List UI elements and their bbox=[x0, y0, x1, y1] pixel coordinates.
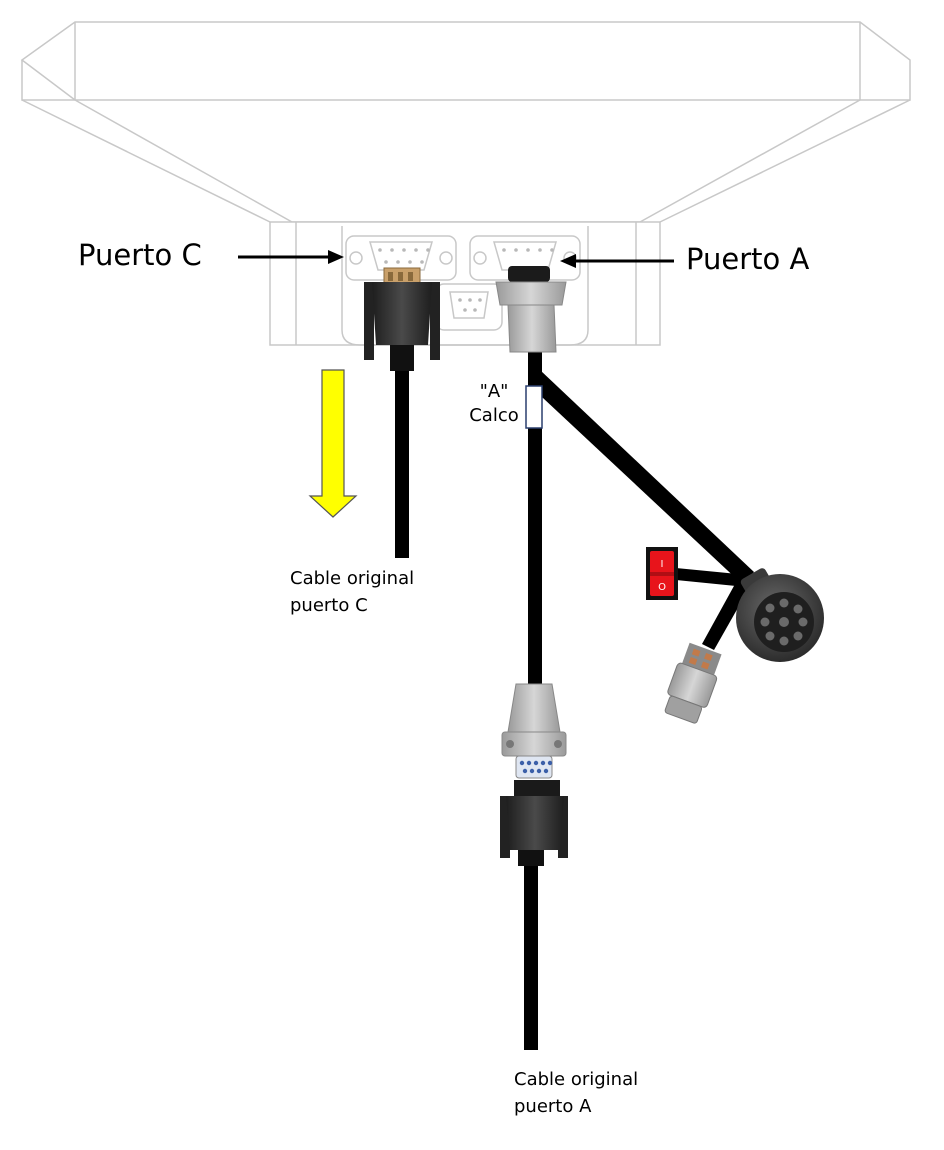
cable-adapter-main bbox=[528, 352, 542, 684]
cable-adapter-branch bbox=[528, 370, 754, 584]
cable-c-label: Cable original puerto C bbox=[290, 565, 414, 619]
pointer-arrow-port-a bbox=[560, 254, 674, 268]
power-switch: I O bbox=[646, 547, 678, 600]
port-a-label: Puerto A bbox=[686, 242, 810, 276]
calco-tag bbox=[525, 385, 543, 429]
pointer-arrow-port-c bbox=[238, 250, 344, 264]
port-c-connector bbox=[364, 267, 440, 371]
cable-port-a-original bbox=[524, 862, 538, 1050]
cables bbox=[395, 352, 754, 1050]
cable-c-label-line2: puerto C bbox=[290, 595, 368, 616]
down-arrow-icon bbox=[308, 369, 358, 518]
housing-pin-dots bbox=[378, 248, 554, 312]
port-a-original-connector bbox=[500, 780, 568, 866]
cable-dt-branch bbox=[702, 575, 752, 650]
cable-a-label: Cable original puerto A bbox=[514, 1066, 638, 1120]
cable-a-label-line1: Cable original bbox=[514, 1069, 639, 1090]
round-9pin-connector bbox=[736, 568, 824, 662]
calco-tag-label: "A" Calco bbox=[462, 380, 526, 428]
dt-connector bbox=[664, 642, 722, 724]
inline-adapter-connector bbox=[501, 683, 567, 779]
cable-port-c bbox=[395, 368, 409, 558]
switch-off-mark: O bbox=[658, 582, 666, 593]
display-housing bbox=[20, 21, 911, 346]
calco-tag-line2: Calco bbox=[469, 405, 519, 426]
cable-c-label-line1: Cable original bbox=[290, 568, 415, 589]
switch-on-mark: I bbox=[661, 559, 664, 570]
cable-switch-branch bbox=[676, 568, 748, 587]
port-a-adapter bbox=[495, 266, 567, 353]
cable-a-label-line2: puerto A bbox=[514, 1096, 592, 1117]
port-c-label: Puerto C bbox=[78, 238, 202, 272]
calco-tag-line1: "A" bbox=[479, 381, 509, 402]
